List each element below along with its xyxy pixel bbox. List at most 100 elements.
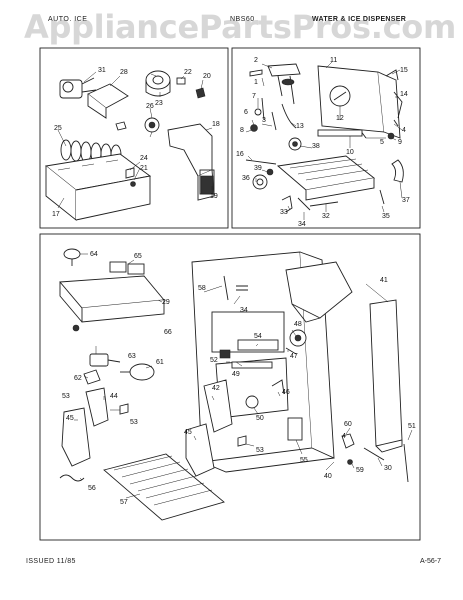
part-47 <box>285 347 297 355</box>
part-15 <box>385 69 399 81</box>
part-54 <box>237 339 279 351</box>
callout-56: 56 <box>88 485 96 492</box>
part-20 <box>195 87 206 99</box>
header-section-title: WATER & ICE DISPENSER <box>312 16 407 23</box>
callout-37: 37 <box>402 197 410 204</box>
callout-41: 41 <box>380 277 388 284</box>
callout-5: 5 <box>380 139 384 146</box>
spring-56 <box>59 474 85 482</box>
callout-33: 33 <box>280 209 288 216</box>
thermostat-64 <box>63 248 81 266</box>
part-34b <box>236 285 248 291</box>
callout-18: 18 <box>212 121 220 128</box>
valve-50 <box>245 395 259 409</box>
callout-11: 11 <box>330 57 337 64</box>
clip-53 <box>119 403 129 415</box>
callout-3: 3 <box>262 117 266 124</box>
screw-24 <box>130 181 136 187</box>
part-49 <box>231 361 273 369</box>
fill-cup-23 <box>145 70 171 97</box>
callout-14: 14 <box>400 91 408 98</box>
callout-55: 55 <box>300 457 308 464</box>
callout-64: 64 <box>90 251 98 258</box>
clip-53b <box>237 435 247 447</box>
header-model-number: NBS60 <box>230 16 255 23</box>
gear-26 <box>144 117 160 133</box>
evaporator-housing-11 <box>317 65 401 139</box>
motor-48 <box>289 329 307 347</box>
part-1 <box>249 69 263 77</box>
callout-50: 50 <box>256 415 264 422</box>
callout-60: 60 <box>344 421 352 428</box>
callout-19: 19 <box>210 193 218 200</box>
callout-53: 53 <box>62 393 70 400</box>
callout-51: 51 <box>408 423 416 430</box>
part-62 <box>83 369 101 385</box>
callout-32: 32 <box>322 213 330 220</box>
control-bracket-29 <box>59 275 165 323</box>
callout-12: 12 <box>336 115 344 122</box>
callout-57: 57 <box>120 499 128 506</box>
callout-47: 47 <box>290 353 298 360</box>
callout-4: 4 <box>402 127 406 134</box>
callout-58: 58 <box>198 285 206 292</box>
wire-58 <box>223 275 229 301</box>
callout-40: 40 <box>324 473 332 480</box>
shaft-16 <box>245 159 277 165</box>
header-model-label: AUTO. ICE <box>48 16 88 23</box>
mold-cover-28 <box>87 83 129 119</box>
callout-4b: 4 <box>342 433 346 440</box>
part-14 <box>393 91 403 119</box>
callout-42: 42 <box>212 385 220 392</box>
part-22 <box>176 77 186 85</box>
callout-6: 6 <box>244 109 248 116</box>
callout-2: 2 <box>254 57 258 64</box>
dispenser-lever-44 <box>85 387 109 427</box>
part-33 <box>281 195 293 213</box>
callout-21: 21 <box>140 165 148 172</box>
callout-24: 24 <box>140 155 148 162</box>
part-35 <box>379 189 385 205</box>
actuator-45b <box>185 423 215 477</box>
callout-49: 49 <box>232 371 240 378</box>
tube-51 <box>403 443 409 483</box>
bulb-61 <box>120 363 155 381</box>
part-60 <box>341 433 355 449</box>
clip-27 <box>115 121 127 131</box>
lever-pad-45 <box>61 407 91 467</box>
callout-10: 10 <box>346 149 354 156</box>
callout-36: 36 <box>242 175 250 182</box>
part-34 <box>297 197 311 211</box>
part-52 <box>219 349 231 359</box>
panel-icemaker-frame <box>39 47 229 229</box>
part-4 <box>393 119 399 127</box>
callout-59: 59 <box>356 467 364 474</box>
tube-3 <box>271 111 277 131</box>
switch-65 <box>109 261 145 275</box>
ice-bucket-funnel <box>285 261 353 323</box>
callout-61: 61 <box>156 359 164 366</box>
part-21 <box>125 167 135 179</box>
callout-35: 35 <box>382 213 390 220</box>
callout-46: 46 <box>282 389 290 396</box>
nut-66 <box>72 324 80 332</box>
callout-53b: 53 <box>130 419 138 426</box>
part-46 <box>271 379 285 395</box>
drip-grille-57 <box>103 453 225 521</box>
callout-66: 66 <box>164 329 172 336</box>
bracket-10 <box>317 129 363 137</box>
callout-labels: 31 28 23 22 20 26 18 25 24 21 17 19 2 1 … <box>52 57 416 506</box>
callout-1: 1 <box>254 79 258 86</box>
callout-30: 30 <box>384 465 392 472</box>
ice-tray-12 <box>276 155 376 201</box>
callout-45b: 45 <box>184 429 192 436</box>
page-code: A-56-7 <box>420 558 442 565</box>
solenoid-63 <box>89 353 121 367</box>
tube-30 <box>363 447 385 461</box>
callout-22: 22 <box>184 69 192 76</box>
part-6 <box>254 108 262 116</box>
callout-31: 31 <box>98 67 106 74</box>
panel-dispenser-frame <box>39 233 421 541</box>
callout-39: 39 <box>254 165 262 172</box>
